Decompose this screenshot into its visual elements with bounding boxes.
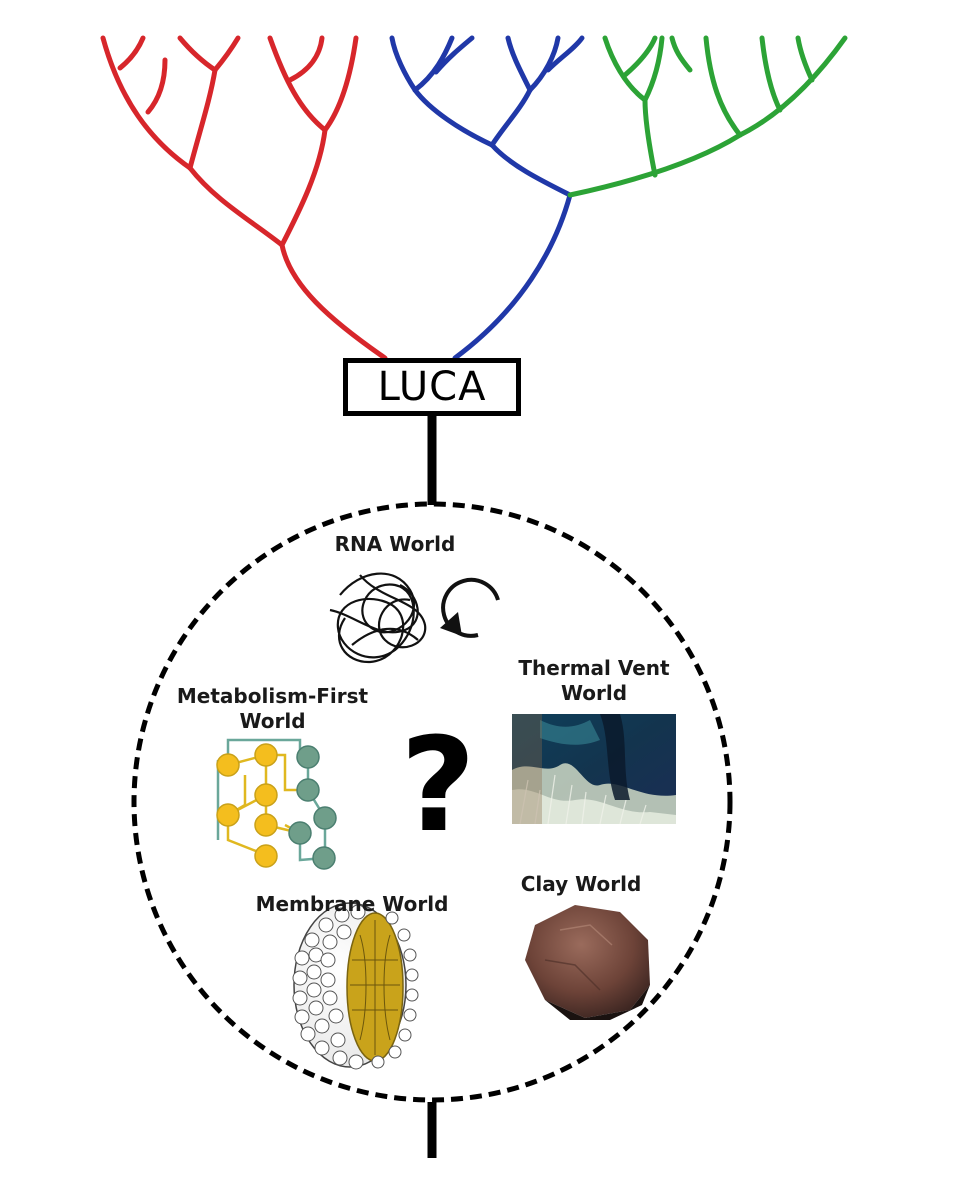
luca-root-box: LUCA [343, 358, 521, 416]
clay-rock-photo [525, 905, 650, 1020]
tangled-rna-strand-icon [329, 572, 427, 664]
metabolism-world-line: World [239, 709, 306, 733]
hypotheses-dashed-circle [131, 501, 733, 1103]
thermal-vent-line: Thermal Vent [518, 656, 670, 680]
metabolism-first-line: Metabolism-First [176, 684, 369, 708]
unknown-origin-question-mark: ? [400, 709, 476, 861]
rna-world-label: RNA World [334, 532, 456, 556]
clay-world-label: Clay World [520, 872, 642, 896]
green-lineage-tree [567, 35, 848, 198]
lipid-vesicle-icon [292, 902, 419, 1070]
cycle-arrow-icon [440, 577, 500, 638]
thermal-world-line: World [560, 681, 628, 705]
membrane-world-label: Membrane World [255, 892, 449, 916]
red-lineage-tree [100, 35, 388, 361]
luca-label: LUCA [377, 364, 487, 410]
hydrothermal-vent-photo [512, 714, 676, 825]
metabolic-network-icon [216, 738, 337, 870]
thermal-vent-world-label: Thermal Vent World [504, 656, 684, 706]
blue-lineage-tree [389, 35, 585, 361]
metabolism-first-world-label: Metabolism-First World [165, 684, 380, 734]
